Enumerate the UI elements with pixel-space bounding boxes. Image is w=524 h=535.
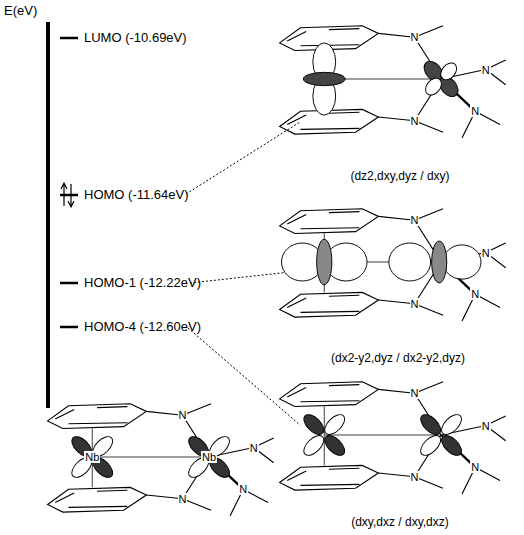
stroke — [287, 295, 359, 312]
stroke — [280, 465, 379, 490]
energy-level — [60, 37, 78, 40]
stroke — [92, 457, 209, 458]
atom-label: N — [410, 298, 420, 310]
orbital-lobe — [321, 411, 348, 438]
atom-label: N — [481, 419, 491, 431]
atom-label: N — [481, 246, 491, 258]
orbital-lobe — [438, 411, 465, 438]
stroke — [55, 407, 127, 424]
molecule — [280, 382, 506, 494]
atom-label: N — [238, 483, 248, 495]
energy-label: E(eV) — [4, 4, 37, 18]
atom-label: N — [410, 387, 420, 399]
atom-label: N — [178, 409, 188, 421]
orbital-lobe — [389, 243, 431, 281]
stroke — [280, 292, 379, 317]
molecule — [48, 404, 274, 516]
orbital-label: (dxy,dxz / dxy,dxz) — [351, 516, 449, 529]
orbital-lobe — [300, 432, 327, 459]
orbital-lobe — [422, 75, 444, 98]
energy-label: LUMO (-10.69eV) — [84, 31, 187, 45]
stroke — [48, 404, 147, 429]
electron-arrow — [61, 183, 67, 206]
atom-label: N — [470, 105, 480, 117]
orbital-label: (dx2-y2,dyz / dx2-y2,dyz) — [331, 352, 465, 365]
orbital-lobe — [417, 432, 444, 459]
atom-label: N — [410, 471, 420, 483]
atom-label: Nb — [201, 451, 217, 463]
molecule — [280, 209, 506, 321]
orbital-lobe — [321, 432, 348, 459]
atom-label: N — [410, 115, 420, 127]
stroke — [280, 382, 379, 407]
energy-level — [60, 326, 78, 329]
stroke — [287, 212, 359, 229]
orbital-lobe — [303, 72, 345, 85]
orbital-lobe — [317, 239, 332, 285]
energy-label: HOMO-1 (-12.22eV) — [84, 276, 201, 290]
atom-label: N — [470, 461, 480, 473]
stroke — [324, 407, 325, 466]
orbital-label: (dz2,dxy,dyz / dxy) — [350, 170, 449, 183]
stroke — [287, 385, 359, 402]
energy-label: HOMO-4 (-12.60eV) — [84, 320, 201, 334]
orbital-lobe — [300, 411, 327, 438]
orbital-lobe — [417, 411, 444, 438]
energy-axis — [46, 22, 50, 408]
atom-label: N — [410, 214, 420, 226]
stroke — [280, 209, 379, 234]
leader-line — [188, 328, 300, 425]
orbital-lobe — [432, 241, 447, 283]
stroke — [55, 490, 127, 507]
stroke — [324, 435, 441, 436]
atom-label: N — [481, 63, 491, 75]
orbital-lobe — [443, 245, 481, 279]
atom-label: N — [178, 493, 188, 505]
atom-label: N — [410, 31, 420, 43]
stroke — [287, 468, 359, 485]
molecule — [280, 26, 506, 138]
stroke — [48, 487, 147, 512]
orbital-lobe — [437, 60, 459, 83]
atom-label: N — [470, 288, 480, 300]
energy-level — [60, 282, 78, 285]
atom-label: N — [249, 441, 259, 453]
orbital-lobe — [438, 432, 465, 459]
leader-line — [190, 272, 290, 283]
electron-arrow — [68, 184, 74, 207]
energy-level — [60, 194, 78, 197]
leader-line — [186, 122, 300, 194]
atom-label: Nb — [84, 451, 100, 463]
energy-label: HOMO (-11.64eV) — [84, 188, 189, 202]
